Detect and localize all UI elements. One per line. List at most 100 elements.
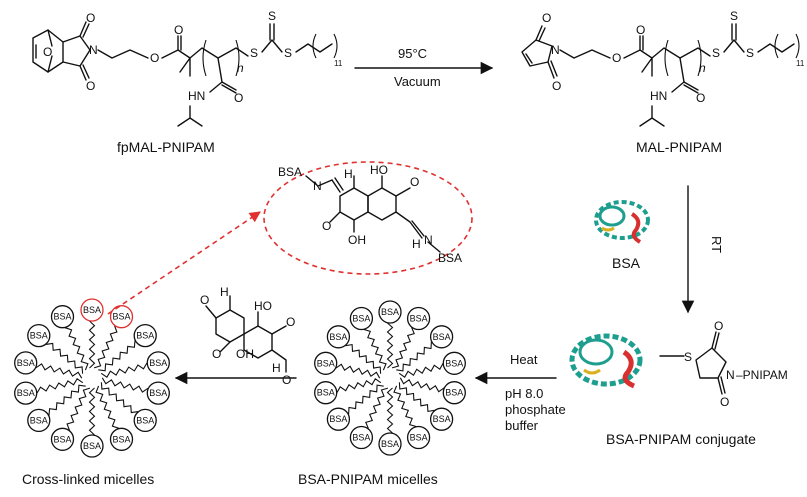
xl-atom-h-1: H (220, 285, 229, 299)
bsa-bead-label: BSA (329, 414, 347, 424)
mal-atom-o-top: O (542, 11, 551, 25)
imine-ho: HO (370, 163, 388, 177)
pnipam-tail (399, 377, 445, 393)
bsa-bead-label: BSA (112, 434, 130, 444)
bsa-protein-icon (594, 200, 650, 244)
pnipam-tail (345, 343, 382, 374)
bsa-bead-label: BSA (445, 358, 463, 368)
xl-atom-ho: HO (254, 299, 272, 313)
pnipam-tail (36, 378, 84, 394)
bsa-bead (314, 351, 338, 375)
pnipam-tail (348, 384, 384, 415)
conjugate-protein-icon (569, 333, 643, 389)
xl-atom-o-2: O (282, 373, 291, 387)
bsa-bead (406, 306, 431, 331)
conj-atom-n: N (726, 368, 735, 382)
atom-o-carbonyl: O (174, 23, 183, 37)
bsa-bead (109, 427, 134, 451)
imine-bsa-1: BSA (278, 165, 302, 179)
label-crosslinked: Cross-linked micelles (22, 471, 154, 487)
bsa-bead (14, 351, 38, 375)
mal-atom-o-amide: O (696, 91, 705, 105)
pnipam-tail (363, 328, 387, 371)
bsa-bead (442, 351, 466, 375)
bsa-bead-label: BSA (30, 331, 48, 341)
imine-n-2: N (424, 233, 433, 247)
pnipam-tail (365, 387, 389, 429)
bsa-bead-label: BSA (17, 358, 35, 368)
mal-atom-o-carbonyl: O (636, 23, 645, 37)
bsa-bead (146, 381, 170, 405)
conj-pnipam: –PNIPAM (736, 368, 788, 382)
bsa-bead (109, 305, 134, 329)
condition-ph: pH 8.0 (505, 386, 543, 401)
bsa-bead-label: BSA (352, 314, 370, 324)
xl-atom-o-1: O (200, 293, 209, 307)
bsa-bead-label: BSA (53, 434, 71, 444)
bsa-bead (14, 381, 38, 405)
bsa-bead (80, 298, 104, 322)
bsa-bead-label: BSA (410, 314, 428, 324)
bsa-bead (146, 351, 170, 375)
succinimide-structure (659, 331, 727, 395)
condition-buffer: buffer (505, 418, 539, 433)
bsa-bead-label: BSA (433, 414, 451, 424)
bsa-bead (27, 408, 51, 433)
pnipam-tail (35, 363, 83, 379)
bsa-bead-label: BSA (136, 331, 154, 341)
condition-temp: 95°C (398, 46, 427, 61)
bsa-bead-label: BSA (53, 312, 71, 322)
pnipam-tail (335, 363, 381, 379)
pnipam-tail (48, 384, 86, 416)
bsa-bead (27, 323, 51, 348)
atom-o-top: O (86, 11, 95, 25)
pnipam-tail (88, 320, 96, 369)
label-fpmal-pnipam: fpMAL-PNIPAM (117, 139, 215, 155)
bsa-bead (349, 425, 374, 450)
bsa-bead (349, 306, 374, 331)
bsa-bead-label: BSA (17, 388, 35, 398)
bsa-bead-label: BSA (30, 415, 48, 425)
bsa-bead (80, 434, 104, 458)
bsa-bead-label: BSA (329, 332, 347, 342)
bsa-bead (314, 381, 338, 405)
bsa-bead-label: BSA (136, 415, 154, 425)
bsa-bead-label: BSA (381, 439, 399, 449)
bsa-pnipam-micelle: BSABSABSABSABSABSABSABSABSABSABSABSABSAB… (314, 300, 466, 456)
bsa-bead-label: BSA (149, 358, 167, 368)
bsa-bead (429, 407, 454, 431)
bsa-bead (406, 425, 431, 450)
crosslink-imine-structure (305, 175, 441, 253)
pnipam-tail (398, 363, 444, 379)
pnipam-tail (100, 362, 148, 378)
atom-o-amide: O (234, 91, 243, 105)
atom-hn: HN (188, 89, 205, 103)
pnipam-tail (386, 387, 394, 434)
bsa-bead-label: BSA (83, 305, 101, 315)
zoom-ellipse (263, 161, 473, 275)
mal-subscript-11: 11 (796, 59, 805, 68)
label-micelles: BSA-PNIPAM micelles (298, 471, 438, 487)
pnipam-tail (45, 342, 84, 374)
pnipam-tail (398, 382, 435, 413)
bsa-bead (50, 427, 75, 451)
pnipam-tail (396, 341, 432, 372)
mal-pnipam-structure (521, 23, 800, 127)
imine-n-1: N (313, 179, 322, 193)
bsa-bead-label: BSA (445, 388, 463, 398)
cross-linked-micelle: BSABSABSABSABSABSABSABSABSABSABSABSABSAB… (14, 298, 170, 458)
dialdehyde-structure (205, 295, 287, 373)
bsa-bead (429, 325, 454, 349)
bsa-bead-label: BSA (381, 307, 399, 317)
condition-phosphate: phosphate (505, 402, 566, 417)
xl-atom-o-methoxy: O (286, 315, 295, 329)
imine-oh: OH (348, 233, 366, 247)
atom-s-1: S (250, 46, 258, 60)
imine-o-methoxy-2: O (322, 219, 331, 233)
bsa-bead-label: BSA (112, 312, 130, 322)
conj-atom-s: S (684, 350, 692, 364)
atom-o-bottom: O (86, 79, 95, 93)
mal-repeat-n: n (699, 61, 706, 75)
repeat-n: n (237, 61, 244, 75)
